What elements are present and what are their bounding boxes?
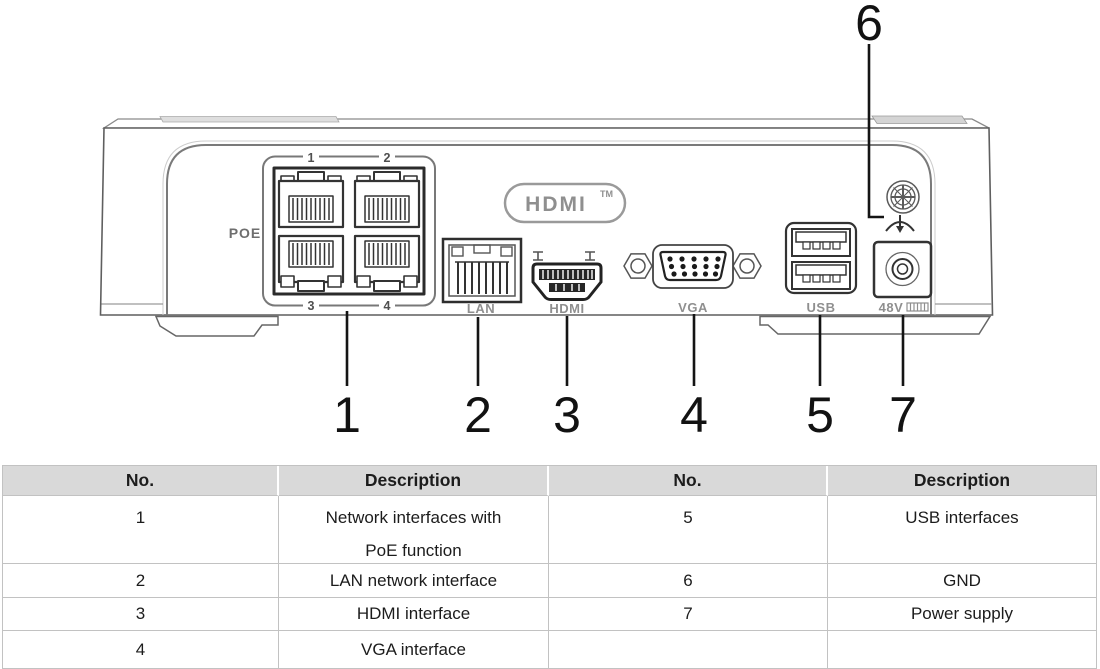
rj45-port-4 (353, 234, 421, 292)
rj45-port-2 (353, 171, 421, 229)
header-description-right: Description (828, 466, 1097, 496)
header-no-left: No. (3, 466, 279, 496)
rj45-port-1 (277, 171, 345, 229)
hdmi-screw-mark-left (533, 251, 543, 261)
vga-pins (667, 256, 721, 277)
poe-port-group: 1 2 3 4 (229, 150, 436, 313)
usb-label: USB (807, 300, 836, 315)
vga-nut-right (732, 253, 762, 279)
left-foot (154, 315, 279, 337)
poe-port-number-3: 3 (308, 299, 315, 313)
top-shading-left (159, 116, 340, 123)
callout-lines (345, 44, 905, 386)
cell-desc-empty (828, 631, 1097, 669)
lan-label: LAN (467, 301, 495, 316)
lan-port: LAN (441, 237, 523, 316)
cell-no-7: 7 (549, 598, 828, 631)
cell-desc-4: VGA interface (279, 631, 549, 669)
rear-panel-diagram: HDMI TM 1 2 3 4 (99, 0, 994, 443)
dc-symbol-icon (906, 302, 929, 312)
hdmi-port: HDMI (531, 251, 603, 316)
cell-desc-7: Power supply (828, 598, 1097, 631)
callout-1: 1 (333, 387, 361, 443)
poe-port-number-1: 1 (308, 151, 315, 165)
cell-desc-5: USB interfaces (828, 496, 1097, 564)
header-description-left: Description (279, 466, 549, 496)
cell-desc-2: LAN network interface (279, 564, 549, 598)
callout-7: 7 (889, 387, 917, 443)
callout-5: 5 (806, 387, 834, 443)
callout-6: 6 (855, 0, 883, 51)
vga-nut-left (623, 253, 653, 279)
usb-ports: USB (784, 221, 858, 315)
poe-port-number-2: 2 (384, 151, 391, 165)
cell-no-6: 6 (549, 564, 828, 598)
right-foot (759, 315, 992, 335)
cell-no-4: 4 (3, 631, 279, 669)
ground-symbol-icon (885, 215, 915, 233)
cell-no-3: 3 (3, 598, 279, 631)
cell-no-1: 1 (3, 496, 279, 564)
hdmi-logo-tm: TM (600, 189, 613, 199)
poe-label: POE (229, 225, 262, 241)
vga-label: VGA (678, 300, 708, 315)
hdmi-label: HDMI (549, 301, 584, 316)
top-shading-right (871, 115, 968, 124)
cell-no-5: 5 (549, 496, 828, 564)
callout-4: 4 (680, 387, 708, 443)
callout-3: 3 (553, 387, 581, 443)
hdmi-screw-mark-right (585, 251, 595, 261)
cell-desc-6: GND (828, 564, 1097, 598)
callout-2: 2 (464, 387, 492, 443)
vga-port: VGA (623, 244, 762, 315)
recessed-panel (166, 144, 932, 315)
cell-desc-3: HDMI interface (279, 598, 549, 631)
poe-port-number-4: 4 (384, 299, 391, 313)
gnd-screw (886, 180, 920, 214)
header-no-right: No. (549, 466, 828, 496)
power-voltage-label: 48V (879, 300, 904, 315)
rj45-port-3 (277, 234, 345, 292)
power-jack: 48V (872, 240, 933, 315)
cell-no-2: 2 (3, 564, 279, 598)
hdmi-logo-plate: HDMI TM (503, 182, 627, 224)
cell-no-empty (549, 631, 828, 669)
hdmi-logo-text: HDMI (525, 193, 587, 216)
interface-reference-table: No. Description No. Description 1 Networ… (2, 465, 1097, 669)
cell-desc-1: Network interfaces with PoE function (279, 496, 549, 564)
